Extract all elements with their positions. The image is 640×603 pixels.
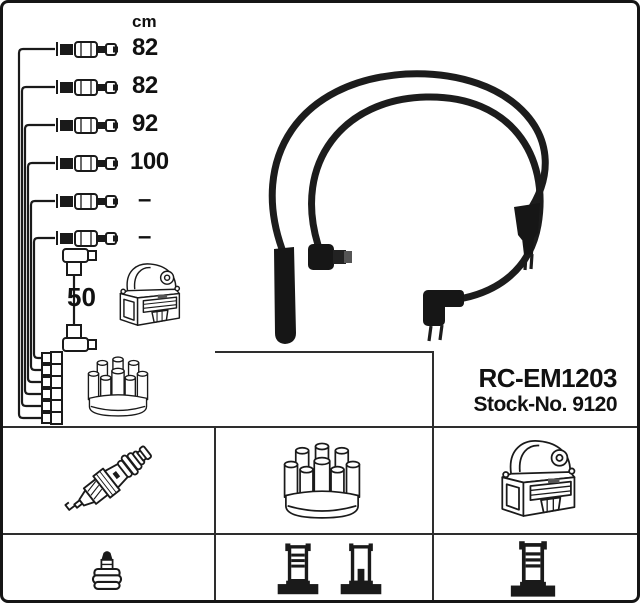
spark-plug-drawing <box>61 439 157 524</box>
unit-label: cm <box>132 12 157 31</box>
plug-terminal-nut-symbol <box>91 550 123 591</box>
elbow-boot-top <box>308 244 352 270</box>
stock-number: Stock-No. 9120 <box>473 393 617 416</box>
ribbed-tower-terminal-symbol <box>277 543 319 595</box>
straight-terminal-right <box>514 203 540 271</box>
cable-outer <box>268 70 549 253</box>
legend-top-divider <box>3 426 637 428</box>
part-number-box-top-divider <box>215 351 434 353</box>
cable-length-label-1: 82 <box>132 34 158 61</box>
distributor-cap-drawing-small <box>87 356 149 417</box>
straight-plug-boot <box>274 247 296 344</box>
cable-length-label-5: – <box>138 186 151 213</box>
cable-lead-lines <box>17 47 76 420</box>
distributor-cap-drawing <box>283 442 361 519</box>
ignition-coil-drawing-small <box>119 263 181 326</box>
coil-wire-connectors <box>62 248 97 352</box>
coil-wire-length-label: 50 <box>67 282 96 312</box>
part-number: RC-EM1203 <box>478 363 617 393</box>
cable-length-label-3: 92 <box>132 110 158 137</box>
elbow-terminal-bottom <box>423 290 464 342</box>
ignition-cable-set-photo <box>268 70 549 344</box>
cable-length-label-2: 82 <box>132 72 158 99</box>
right-column-divider <box>432 351 434 600</box>
cable-length-label-6: – <box>138 223 151 250</box>
legend-row-divider <box>3 533 637 535</box>
coil-tower-terminal-symbol <box>510 541 556 597</box>
cable-length-label-4: 100 <box>130 148 169 175</box>
cable-kit-schematic <box>17 41 119 425</box>
legend-column-divider <box>214 428 216 600</box>
socket-tower-terminal-symbol <box>340 543 382 595</box>
cable-end-connectors <box>56 41 119 247</box>
cable-inner <box>308 93 544 302</box>
ignition-coil-drawing <box>501 440 576 517</box>
distributor-end-connectors <box>41 351 63 425</box>
